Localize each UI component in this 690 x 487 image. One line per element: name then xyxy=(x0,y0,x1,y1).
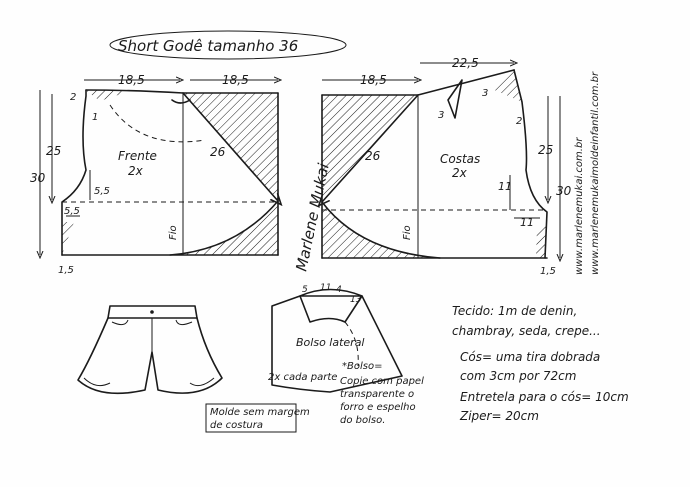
button-icon xyxy=(150,310,154,314)
no-margin-line-2: de costura xyxy=(210,420,263,431)
interfacing-line: Entretela para o cós= 10cm xyxy=(460,390,629,404)
back-top-width-label: 22,5 xyxy=(452,56,479,70)
back-height-25: 25 xyxy=(538,143,553,157)
front-hem-15: 1,5 xyxy=(58,265,74,276)
pocket-note-line-2: transparente o xyxy=(340,389,414,400)
front-height-30: 30 xyxy=(30,171,46,185)
pocket-dim-13: 13 xyxy=(350,295,362,305)
pocket-note-line-3: forro e espelho xyxy=(340,402,416,413)
back-piece xyxy=(322,63,560,258)
website-2: www.marlenemukaimoldeinfantil.com.br xyxy=(590,71,601,275)
pocket-piece xyxy=(271,288,403,393)
title-group: Short Godê tamanho 36 xyxy=(109,30,347,60)
front-piece xyxy=(40,80,278,255)
back-dart-3b: 3 xyxy=(482,88,488,99)
back-dart-3a: 3 xyxy=(438,110,444,121)
back-diagonal xyxy=(322,94,419,202)
pocket-note-title: *Bolso= xyxy=(342,361,382,372)
front-crotch-55a: 5,5 xyxy=(94,186,110,197)
front-diagonal-label: 26 xyxy=(210,145,226,159)
no-margin-line-1: Molde sem margem xyxy=(210,407,310,418)
front-pocket-line xyxy=(109,104,206,143)
front-waist-1: 1 xyxy=(92,112,98,123)
back-hem-15: 1,5 xyxy=(540,266,556,277)
back-waist-2: 2 xyxy=(516,116,522,127)
pocket-label: Bolso lateral xyxy=(296,336,365,349)
back-hatch-curve xyxy=(322,202,440,258)
back-crotch-11b: 11 xyxy=(520,216,534,229)
back-grain-label: Fio xyxy=(402,225,413,240)
shorts-sketch xyxy=(77,305,223,395)
page-title: Short Godê tamanho 36 xyxy=(118,37,298,55)
pocket-dim-5: 5 xyxy=(302,285,308,295)
shorts-outline xyxy=(77,317,223,395)
back-width-label: 18,5 xyxy=(360,73,387,87)
back-crotch-11a: 11 xyxy=(498,180,512,193)
back-crotch-curve xyxy=(513,69,548,259)
front-hatch-hem xyxy=(62,222,74,255)
title-frame xyxy=(109,30,347,60)
pocket-facing xyxy=(299,288,363,323)
front-label: Frente xyxy=(118,149,157,163)
front-waist-hatch xyxy=(85,90,130,101)
zipper-line: Ziper= 20cm xyxy=(459,409,539,423)
back-diagonal-label: 26 xyxy=(365,149,381,163)
back-hatch-hem xyxy=(536,222,547,258)
pocket-qty: 2x cada parte xyxy=(268,372,337,383)
materials: Tecido: 1m de denin, chambray, seda, cre… xyxy=(452,304,629,423)
pocket-note-line-4: do bolso. xyxy=(340,415,385,426)
pocket-note-line-1: Copie com papel xyxy=(340,376,424,387)
pocket-outline xyxy=(271,295,403,393)
front-hatch-width-label: 18,5 xyxy=(222,73,249,87)
back-waist-hatch xyxy=(490,70,522,102)
fabric-line-2: chambray, seda, crepe... xyxy=(452,324,601,338)
back-dart xyxy=(447,79,463,119)
pocket-dim-4: 4 xyxy=(336,285,342,295)
waistband-line-2: com 3cm por 72cm xyxy=(460,369,576,383)
front-diagonal xyxy=(182,92,278,201)
no-margin-box xyxy=(205,403,297,433)
front-grain-label: Fio xyxy=(168,225,179,240)
website-1: www.marlenemukai.com.br xyxy=(574,137,585,275)
front-crotch-55b: 5,5 xyxy=(64,206,80,217)
front-crotch-curve xyxy=(61,89,87,256)
back-qty: 2x xyxy=(452,166,468,180)
back-waist-line xyxy=(417,69,515,96)
pocket-dim-11: 11 xyxy=(320,283,331,293)
back-height-30: 30 xyxy=(556,184,572,198)
waistband-line-1: Cós= uma tira dobrada xyxy=(460,350,600,364)
front-width-label: 18,5 xyxy=(118,73,145,87)
back-label: Costas xyxy=(440,152,480,166)
front-hatch-curve xyxy=(170,201,278,255)
fabric-line-1: Tecido: 1m de denin, xyxy=(452,304,577,318)
front-qty: 2x xyxy=(128,164,144,178)
front-waist-line xyxy=(85,89,184,94)
front-waist-2: 2 xyxy=(70,92,76,103)
front-height-25: 25 xyxy=(46,144,61,158)
